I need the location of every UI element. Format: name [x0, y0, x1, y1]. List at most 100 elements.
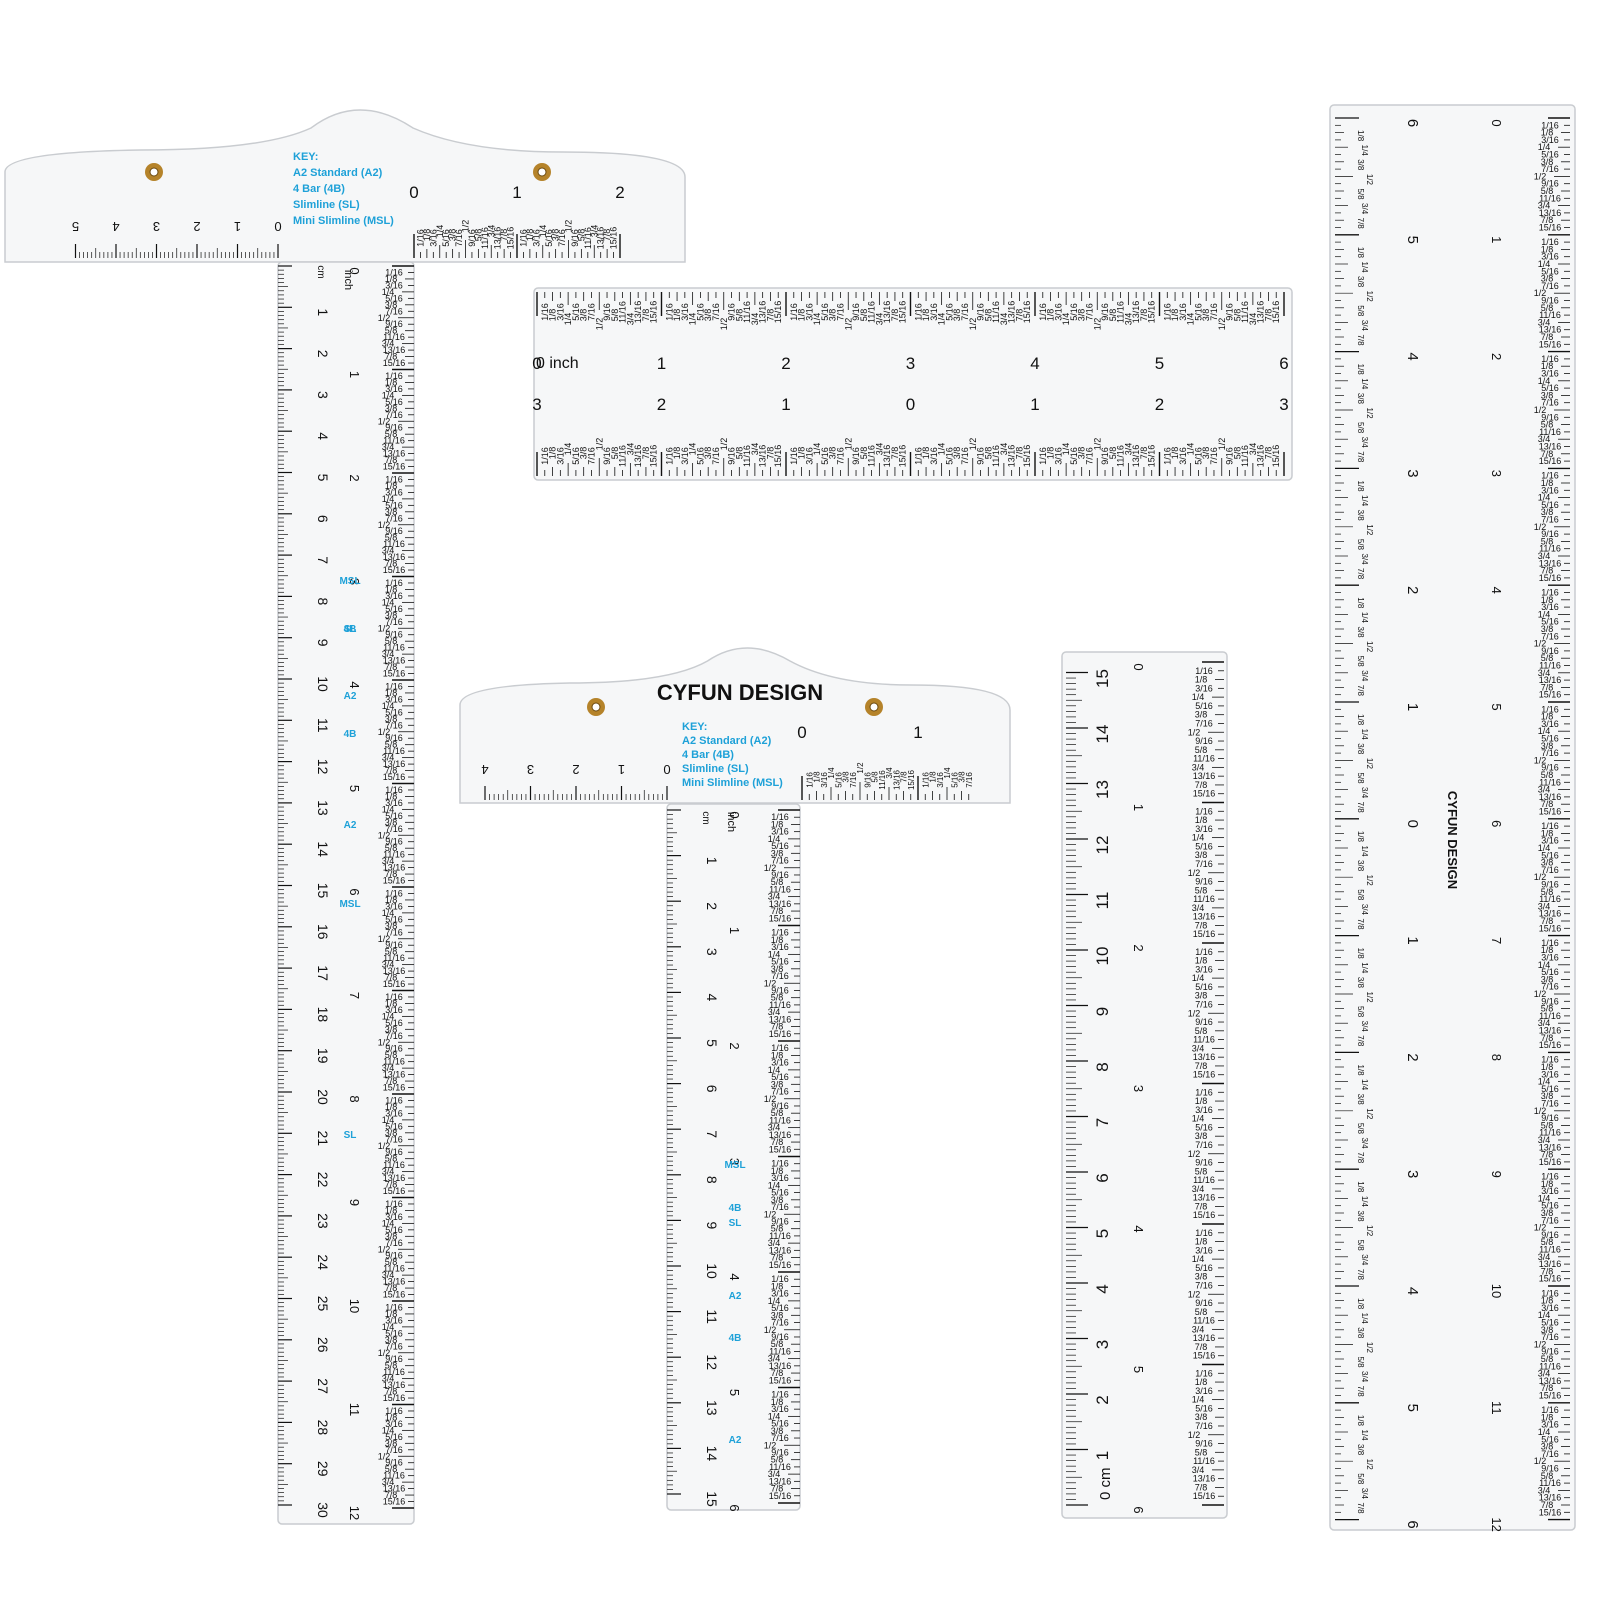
fraction-label: 7/16 — [835, 447, 845, 465]
fraction-label: 1/8 — [1541, 1296, 1554, 1306]
fraction-label: 5/16 — [441, 229, 451, 247]
fraction-label: 9/16 — [1541, 412, 1559, 422]
fraction-label: 1/4 — [812, 313, 822, 326]
inch-number: 2 — [1404, 586, 1421, 594]
fraction-label: 7/16 — [385, 1134, 403, 1144]
fraction-label: 15/16 — [383, 1290, 406, 1300]
inch-number: 6 — [1279, 354, 1288, 373]
fraction-label: 3/8 — [1541, 274, 1554, 284]
fraction-label: 1/4 — [382, 1218, 395, 1228]
fraction-label: 9/16 — [385, 837, 403, 847]
fraction-label: 3/8 — [828, 309, 838, 322]
fraction-label: 13/16 — [1539, 1493, 1562, 1503]
fraction-label: 11/16 — [1240, 445, 1250, 467]
fraction-label: 15/16 — [383, 1186, 406, 1196]
fraction-label: 1/8 — [771, 1281, 784, 1291]
fraction-label: 9/16 — [385, 1251, 403, 1261]
fraction-label: 13/16 — [1256, 445, 1266, 468]
fraction-label: 7/16 — [711, 447, 721, 465]
fraction-label: 1/2 — [764, 1325, 777, 1335]
fraction-label: 1/8 — [385, 1205, 398, 1215]
fraction-label: 7/8 — [1356, 1502, 1365, 1514]
fraction-label: 1/2 — [764, 863, 777, 873]
fraction-label: 7/16 — [586, 447, 596, 465]
fraction-label: 7/8 — [1541, 799, 1554, 809]
fraction-label: 5/8 — [1108, 447, 1118, 460]
fraction-label: 7/8 — [1356, 802, 1365, 814]
fraction-label: 3/4 — [1192, 762, 1205, 772]
fraction-label: 1/8 — [1356, 247, 1365, 259]
fraction-label: 3/16 — [531, 229, 541, 247]
fraction-label: 1/4 — [382, 804, 395, 814]
fraction-label: 5/8 — [983, 309, 993, 322]
fraction-label: 1/8 — [1541, 1062, 1554, 1072]
inch-number: 2 — [727, 1042, 742, 1049]
fraction-label: 7/16 — [385, 1445, 403, 1455]
fraction-label: 11/16 — [769, 1462, 791, 1472]
fraction-label: 3/8 — [1541, 390, 1554, 400]
fraction-label: 5/16 — [385, 1432, 403, 1442]
fraction-label: 13/16 — [493, 227, 503, 250]
fraction-label: 9/16 — [385, 1354, 403, 1364]
fraction-label: 15/16 — [1539, 223, 1562, 233]
fraction-label: 5/8 — [734, 309, 744, 322]
fraction-label: 1/4 — [563, 443, 573, 456]
fraction-label: 9/16 — [851, 303, 861, 321]
fraction-label: 5/16 — [1541, 1318, 1559, 1328]
fraction-label: 15/16 — [649, 301, 659, 324]
fraction-label: 7/8 — [1356, 685, 1365, 697]
fraction-label: 3/8 — [1356, 977, 1365, 989]
fraction-label: 7/8 — [771, 1137, 784, 1147]
fraction-label: 5/16 — [1069, 447, 1079, 465]
fraction-label: 7/16 — [1541, 398, 1559, 408]
fraction-label: 7/16 — [1195, 1280, 1213, 1290]
fraction-label: 1/16 — [1541, 120, 1559, 130]
cm-number: 21 — [315, 1131, 331, 1147]
fraction-label: 3/4 — [1123, 313, 1133, 326]
fraction-label: 1/2 — [1365, 1108, 1374, 1120]
cm-number: 2 — [704, 902, 720, 910]
cm-number: 24 — [315, 1254, 331, 1270]
fraction-label: 5/8 — [1541, 1004, 1554, 1014]
fraction-label: 3/4 — [1248, 443, 1258, 456]
fraction-label: 11/16 — [383, 850, 405, 860]
fraction-label: 7/8 — [1356, 1269, 1365, 1281]
fraction-label: 5/16 — [385, 1018, 403, 1028]
fraction-label: 1/16 — [1195, 947, 1213, 957]
fraction-label: 5/8 — [385, 533, 398, 543]
fraction-label: 3/4 — [486, 225, 496, 238]
inch-number: 6 — [1404, 1520, 1421, 1528]
fraction-label: 15/16 — [383, 358, 406, 368]
fraction-label: 1/2 — [1365, 758, 1374, 770]
fraction-label: 3/4 — [1192, 1465, 1205, 1475]
envelope-mark: A2 — [729, 1435, 742, 1446]
cm-number: 1 — [234, 219, 241, 234]
fraction-label: 15/16 — [898, 445, 908, 468]
fraction-label: 15/16 — [383, 876, 406, 886]
fraction-label: 1/2 — [764, 1209, 777, 1219]
fraction-label: 5/16 — [695, 447, 705, 465]
fraction-label: 1/2 — [378, 520, 391, 530]
fraction-label: 1/4 — [382, 908, 395, 918]
cm-number: 9 — [315, 639, 331, 647]
inch-number: 0 — [347, 267, 362, 274]
fraction-label: 7/16 — [385, 617, 403, 627]
fraction-label: 3/4 — [768, 1123, 781, 1133]
fraction-label: 7/16 — [711, 303, 721, 321]
fraction-label: 7/8 — [1356, 334, 1365, 346]
fraction-label: 13/16 — [1539, 1142, 1562, 1152]
fraction-label: 7/16 — [1541, 631, 1559, 641]
fraction-label: 9/16 — [727, 303, 737, 321]
fraction-label: 1/8 — [813, 771, 822, 783]
fraction-label: 3/4 — [874, 443, 884, 456]
fraction-label: 7/16 — [960, 447, 970, 465]
grommet-hole-icon — [149, 167, 159, 177]
cm-number: 15 — [1093, 669, 1112, 688]
inch-number: 6 — [1404, 119, 1421, 127]
inch-number: 0 — [1131, 663, 1146, 670]
fraction-label: 7/16 — [1541, 982, 1559, 992]
fraction-label: 3/8 — [385, 1128, 398, 1138]
fraction-label: 7/8 — [1195, 920, 1208, 930]
fraction-label: 3/8 — [1201, 309, 1211, 322]
small-t-square-head — [459, 647, 1011, 804]
